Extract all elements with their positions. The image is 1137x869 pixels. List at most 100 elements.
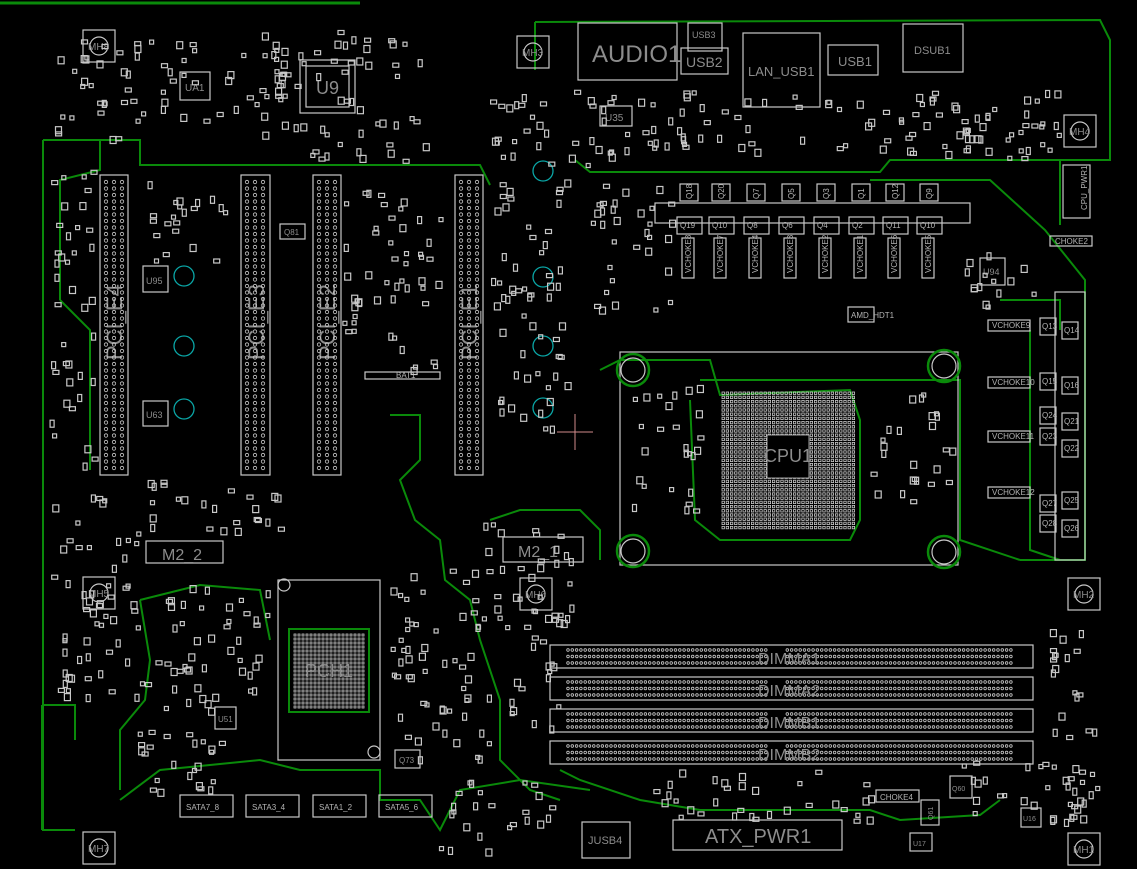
- vrm-mosfet-top[interactable]: [781, 183, 801, 202]
- cpu-pad: [839, 509, 843, 513]
- amd-hdt-header[interactable]: [847, 306, 875, 323]
- right-vrm-mosfet[interactable]: [1061, 321, 1079, 340]
- right-vrm-mosfet[interactable]: [1039, 514, 1057, 533]
- q81-chip[interactable]: [279, 223, 306, 240]
- right-vrm-mosfet[interactable]: [1039, 317, 1057, 336]
- dimm-slot[interactable]: [549, 644, 1034, 669]
- vrm-mosfet-bottom[interactable]: [708, 216, 735, 235]
- right-vrm-mosfet[interactable]: [1061, 412, 1079, 431]
- vrm-choke[interactable]: [818, 237, 832, 279]
- vrm-mosfet-top[interactable]: [816, 183, 836, 202]
- vrm-mosfet-top[interactable]: [711, 183, 731, 202]
- vrm-mosfet-bottom[interactable]: [743, 216, 770, 235]
- vrm-mosfet-top[interactable]: [885, 183, 905, 202]
- vrm-choke[interactable]: [887, 237, 901, 279]
- vrm-choke[interactable]: [681, 237, 695, 279]
- cpu-power-connector[interactable]: [1062, 164, 1091, 219]
- mounting-hole[interactable]: [1067, 577, 1101, 611]
- right-vrm-choke[interactable]: [987, 430, 1031, 443]
- slot-pin: [332, 186, 338, 191]
- jusb4-header[interactable]: [581, 821, 631, 859]
- cpu-pad: [797, 399, 801, 404]
- right-vrm-mosfet[interactable]: [1061, 376, 1079, 395]
- vrm-mosfet-bottom[interactable]: [676, 216, 703, 235]
- lan-usb-connector[interactable]: [742, 32, 821, 108]
- vrm-mosfet-top[interactable]: [919, 183, 939, 202]
- right-vrm-mosfet[interactable]: [1061, 439, 1079, 458]
- right-vrm-choke[interactable]: [987, 376, 1031, 389]
- sata-port[interactable]: [312, 794, 367, 818]
- vrm-choke[interactable]: [853, 237, 867, 279]
- u9-chip[interactable]: [299, 59, 356, 114]
- dimm-pin: [1000, 654, 1004, 659]
- right-vrm-mosfet[interactable]: [1039, 372, 1057, 391]
- audio-connector[interactable]: [577, 22, 678, 81]
- battery-holder[interactable]: [364, 371, 441, 380]
- sata-port[interactable]: [378, 794, 433, 818]
- m2-2-slot[interactable]: [145, 540, 224, 564]
- sata-port[interactable]: [245, 794, 300, 818]
- pcie1-slot[interactable]: [454, 174, 484, 476]
- dimm-slot[interactable]: [549, 740, 1034, 765]
- smd-component: [85, 653, 91, 662]
- m2-1-slot[interactable]: [502, 536, 584, 563]
- vrm-choke[interactable]: [713, 237, 727, 279]
- vrm-mosfet-bottom[interactable]: [848, 216, 875, 235]
- vrm-mosfet-bottom[interactable]: [778, 216, 805, 235]
- vrm-mosfet-top[interactable]: [746, 183, 766, 202]
- right-vrm-mosfet[interactable]: [1061, 491, 1079, 510]
- pch-outline[interactable]: [277, 579, 381, 761]
- dimm-pin: [617, 757, 622, 761]
- vrm-mosfet-bottom[interactable]: [813, 216, 840, 235]
- vrm-mosfet-top[interactable]: [851, 183, 871, 202]
- q61-chip[interactable]: [920, 799, 940, 826]
- choke2[interactable]: [1049, 235, 1093, 247]
- u63-chip[interactable]: [142, 400, 169, 427]
- mounting-hole[interactable]: [1063, 114, 1097, 148]
- atx-power-connector[interactable]: [672, 819, 843, 851]
- right-vrm-choke[interactable]: [987, 319, 1031, 332]
- usb2-connector[interactable]: [680, 47, 729, 75]
- choke4[interactable]: [875, 789, 920, 803]
- dsub-connector[interactable]: [902, 23, 964, 73]
- right-vrm-mosfet[interactable]: [1039, 494, 1057, 513]
- q60-chip[interactable]: [949, 775, 973, 799]
- vrm-choke[interactable]: [921, 237, 935, 279]
- smd-component: [557, 533, 565, 539]
- right-vrm-mosfet[interactable]: [1039, 427, 1057, 446]
- pcie3-slot[interactable]: [240, 174, 271, 476]
- slot-pin: [474, 400, 480, 406]
- mounting-hole[interactable]: [82, 831, 116, 865]
- mounting-hole[interactable]: [82, 29, 116, 63]
- dimm-pin: [923, 686, 927, 691]
- usb1-connector[interactable]: [827, 44, 879, 76]
- right-vrm-choke[interactable]: [987, 486, 1031, 499]
- vrm-mosfet-bottom[interactable]: [882, 216, 909, 235]
- usb3-connector[interactable]: [687, 22, 723, 52]
- vrm-mosfet-bottom[interactable]: [916, 216, 943, 235]
- u51-chip[interactable]: [214, 706, 237, 730]
- u17-chip[interactable]: [909, 832, 933, 852]
- mounting-hole[interactable]: [82, 576, 116, 610]
- pcie2-slot[interactable]: [312, 174, 342, 476]
- mounting-hole[interactable]: [516, 35, 550, 69]
- sata-port[interactable]: [179, 794, 234, 818]
- dimm-slot[interactable]: [549, 676, 1034, 701]
- right-vrm-mosfet[interactable]: [1039, 406, 1057, 425]
- dimm-pin: [635, 661, 639, 665]
- socket-mount-hole-inner: [620, 357, 646, 383]
- u35-chip[interactable]: [599, 105, 633, 127]
- ua1-chip[interactable]: [179, 71, 211, 101]
- u94-chip[interactable]: [979, 257, 1006, 286]
- right-vrm-mosfet[interactable]: [1061, 519, 1079, 538]
- vrm-choke[interactable]: [783, 237, 797, 279]
- mounting-hole[interactable]: [1067, 832, 1101, 866]
- vrm-choke[interactable]: [748, 237, 762, 279]
- dimm-slot[interactable]: [549, 708, 1034, 733]
- q73-chip[interactable]: [394, 749, 421, 769]
- u95-chip[interactable]: [142, 265, 169, 293]
- vrm-mosfet-top[interactable]: [679, 183, 699, 202]
- cpu-socket-outline[interactable]: [619, 351, 959, 566]
- pcie4-slot[interactable]: [99, 174, 129, 476]
